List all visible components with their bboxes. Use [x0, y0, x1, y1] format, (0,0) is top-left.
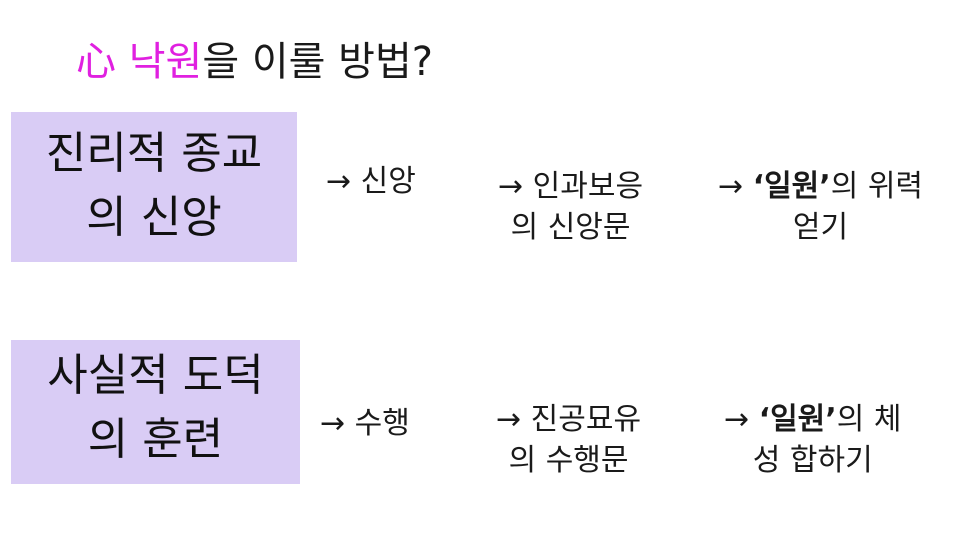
box-line: 진리적 종교 — [45, 128, 263, 179]
step-practice-gate: → 진공묘유 의 수행문 — [496, 399, 641, 481]
step-line: 성 합하기 — [752, 443, 873, 478]
step-line: → ‘일원’의 체 — [724, 402, 902, 437]
step-faith-gate: → 인과보응 의 신앙문 — [498, 166, 643, 248]
box-line: 의 신앙 — [86, 192, 222, 243]
step-line: 얻기 — [792, 210, 849, 245]
box-line: 사실적 도덕 — [47, 350, 264, 401]
step-line: 의 수행문 — [508, 443, 629, 478]
title-rest: 을 이룰 방법? — [202, 39, 433, 85]
step-faith: → 신앙 — [326, 161, 416, 202]
step-label: → 신앙 — [326, 164, 416, 199]
bold-term: ‘일원’ — [752, 169, 831, 204]
step-line: 의 신앙문 — [510, 210, 631, 245]
concept-box-religion: 진리적 종교 의 신앙 — [11, 112, 297, 262]
bold-term: ‘일원’ — [758, 402, 837, 437]
step-line: → 진공묘유 — [496, 402, 642, 437]
step-power: → ‘일원’의 위력 얻기 — [718, 166, 923, 248]
step-line: → 인과보응 — [498, 169, 644, 204]
step-line: → ‘일원’의 위력 — [718, 169, 924, 204]
box-line: 의 훈련 — [87, 414, 224, 465]
page-title: 心 낙원을 이룰 방법? — [76, 30, 433, 94]
step-practice: → 수행 — [320, 403, 410, 444]
concept-box-morality: 사실적 도덕 의 훈련 — [11, 340, 300, 484]
step-embody: → ‘일원’의 체 성 합하기 — [724, 399, 901, 481]
step-label: → 수행 — [320, 406, 410, 441]
title-accent: 心 낙원 — [76, 39, 203, 85]
